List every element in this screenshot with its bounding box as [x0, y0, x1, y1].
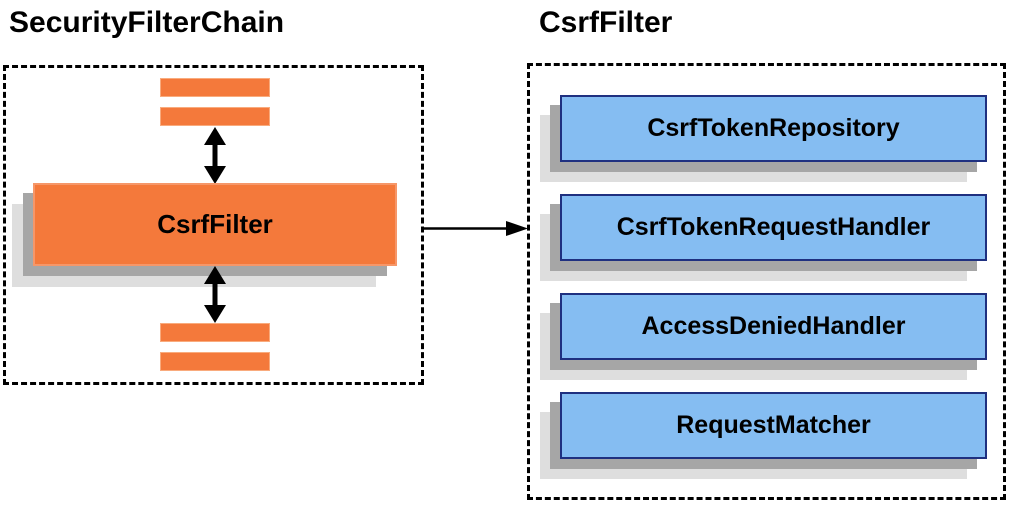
component-box-csrf-token-request-handler: CsrfTokenRequestHandler: [560, 194, 987, 261]
component-label: CsrfTokenRequestHandler: [616, 213, 931, 241]
component-box-request-matcher: RequestMatcher: [560, 392, 987, 459]
security-filter-chain-container: CsrfFilter: [3, 65, 424, 385]
csrf-filter-box-label: CsrfFilter: [157, 209, 273, 239]
right-arrow-icon: [422, 221, 528, 236]
filter-placeholder-bar: [160, 352, 270, 371]
component-box-csrf-token-repository: CsrfTokenRepository: [560, 95, 987, 162]
filter-placeholder-bar: [160, 107, 270, 126]
component-box-access-denied-handler: AccessDeniedHandler: [560, 293, 987, 360]
filter-placeholder-bar: [160, 323, 270, 342]
component-label: CsrfTokenRepository: [647, 114, 900, 142]
filter-placeholder-bar: [160, 78, 270, 97]
component-label: RequestMatcher: [676, 411, 871, 439]
component-label: AccessDeniedHandler: [641, 312, 906, 340]
csrf-filter-title: CsrfFilter: [539, 6, 673, 39]
security-filter-chain-title: SecurityFilterChain: [9, 6, 285, 39]
csrf-filter-components-container: CsrfTokenRepository CsrfTokenRequestHand…: [527, 63, 1006, 500]
bidirectional-arrow-icon: [204, 266, 226, 323]
bidirectional-arrow-icon: [204, 127, 226, 184]
csrf-filter-box: CsrfFilter: [33, 183, 397, 266]
